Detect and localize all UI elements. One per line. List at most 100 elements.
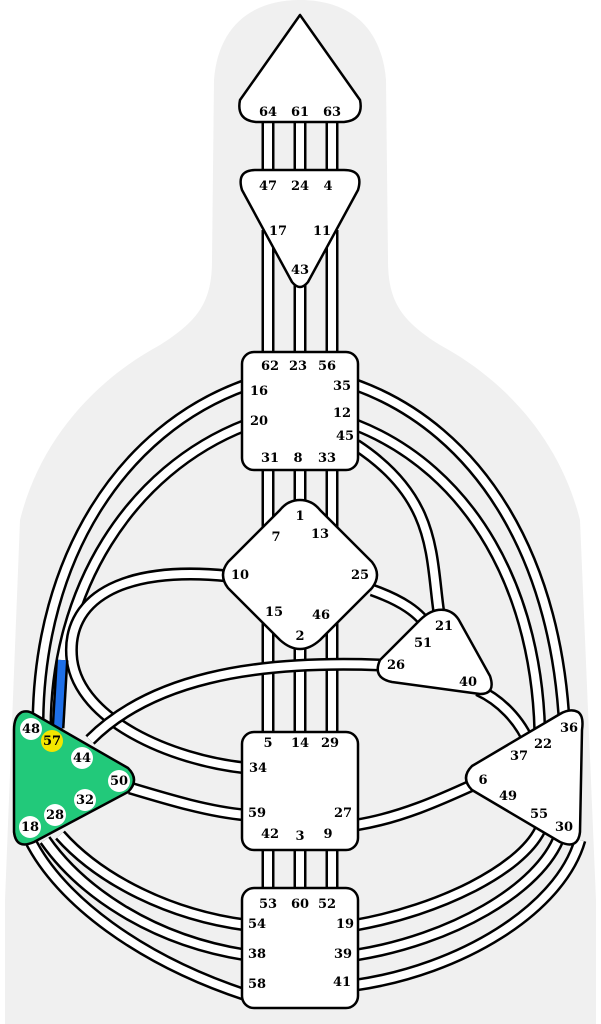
channel-41-30 <box>355 838 587 992</box>
heart-center <box>376 608 493 696</box>
gate-18-marker <box>19 816 41 838</box>
channel-50-27 <box>128 781 247 822</box>
channel-28-38-fill <box>41 837 247 959</box>
channel-35-36-fill <box>354 381 569 741</box>
channel-18-58-fill <box>26 838 248 999</box>
gate-28-label: 28 <box>46 808 64 823</box>
channel-26-44 <box>85 657 381 745</box>
gate-29-label: 29 <box>321 736 339 751</box>
channel-59-6 <box>354 778 478 832</box>
gate-56-label: 56 <box>318 359 336 374</box>
channel-41-30-fill <box>355 838 584 989</box>
gate-38-label: 38 <box>248 947 266 962</box>
channel-19-49 <box>354 826 546 932</box>
gate-10-label: 10 <box>231 568 249 583</box>
channel-10-34-fill <box>67 569 247 772</box>
channel-32-54-fill <box>57 832 247 929</box>
gate-64-label: 64 <box>259 105 277 120</box>
gate-25-label: 25 <box>351 568 369 583</box>
gate-49-label: 49 <box>499 789 517 804</box>
gate-32-marker <box>74 789 96 811</box>
centers <box>12 13 584 1010</box>
gate-47-label: 47 <box>259 179 277 194</box>
gate-16-label: 16 <box>250 384 268 399</box>
gate-3-label: 3 <box>295 829 304 844</box>
gate-62-label: 62 <box>261 359 279 374</box>
gate-42-label: 42 <box>261 827 279 842</box>
channel-10-34 <box>64 567 247 775</box>
gate-40-label: 40 <box>459 675 477 690</box>
channel-28-38 <box>39 836 248 962</box>
channel-50-27-fill <box>128 784 247 819</box>
gate-17-label: 17 <box>269 224 287 239</box>
gate-37-label: 37 <box>510 749 528 764</box>
gate-6-label: 6 <box>478 773 487 788</box>
gate-23-label: 23 <box>289 359 307 374</box>
gate-4-label: 4 <box>323 179 332 194</box>
channel-16-48 <box>31 378 249 721</box>
gate-12-label: 12 <box>333 406 351 421</box>
gate-26-label: 26 <box>387 658 405 673</box>
gate-53-label: 53 <box>259 897 277 912</box>
gate-52-label: 52 <box>318 897 336 912</box>
gate-57-label: 57 <box>43 734 61 749</box>
gate-50-label: 50 <box>110 774 128 789</box>
channel-20-57-active <box>51 659 69 729</box>
gate-33-label: 33 <box>318 451 336 466</box>
gate-9-label: 9 <box>323 827 332 842</box>
channel-18-58 <box>24 837 249 1002</box>
gate-20-label: 20 <box>250 414 268 429</box>
gate-32-label: 32 <box>76 793 94 808</box>
gate-27-label: 27 <box>334 806 352 821</box>
channel-45-21 <box>352 439 447 622</box>
gate-55-label: 55 <box>530 807 548 822</box>
channel-12-22-fill <box>354 421 544 746</box>
solar-plexus-center <box>464 709 584 846</box>
throat-center <box>240 350 360 472</box>
channel-32-54 <box>55 830 247 932</box>
gate-48-label: 48 <box>22 722 40 737</box>
gate-59-label: 59 <box>248 806 266 821</box>
root-center <box>240 886 360 1010</box>
gate-41-label: 41 <box>333 975 351 990</box>
channel-16-48-fill <box>34 381 248 721</box>
sacral-center <box>240 730 360 852</box>
gate-8-label: 8 <box>293 451 302 466</box>
gate-7-label: 7 <box>271 530 280 545</box>
gate-31-label: 31 <box>261 451 279 466</box>
gate-13-label: 13 <box>311 527 329 542</box>
gate-61-label: 61 <box>291 105 309 120</box>
gate-48-marker <box>20 718 42 740</box>
gate-36-label: 36 <box>560 721 578 736</box>
channel-12-22 <box>353 418 547 746</box>
head-center <box>238 13 362 124</box>
gate-46-label: 46 <box>312 608 330 623</box>
gate-22-label: 22 <box>534 737 552 752</box>
gate-15-label: 15 <box>265 605 283 620</box>
gate-57-marker <box>41 730 63 752</box>
gate-21-label: 21 <box>435 619 453 634</box>
gate-1-label: 1 <box>295 509 304 524</box>
channels <box>24 120 587 1002</box>
channel-35-36 <box>353 378 572 741</box>
gate-60-label: 60 <box>291 897 309 912</box>
gate-19-label: 19 <box>336 917 354 932</box>
gate-44-label: 44 <box>73 751 91 766</box>
gate-30-label: 30 <box>555 820 573 835</box>
gate-44-marker <box>71 747 93 769</box>
gate-14-label: 14 <box>291 736 309 751</box>
gate-5-label: 5 <box>263 736 272 751</box>
channel-45-21-fill <box>353 441 444 621</box>
gate-54-label: 54 <box>248 917 266 932</box>
gate-2-label: 2 <box>295 629 304 644</box>
channel-26-44-fill <box>87 660 381 743</box>
gate-28-marker <box>44 804 66 826</box>
channel-59-6-fill <box>355 780 477 829</box>
g-center <box>221 498 379 651</box>
channel-39-55-fill <box>355 833 564 959</box>
gate-35-label: 35 <box>333 379 351 394</box>
channel-19-49-fill <box>355 828 544 929</box>
ajna-center <box>239 168 361 289</box>
